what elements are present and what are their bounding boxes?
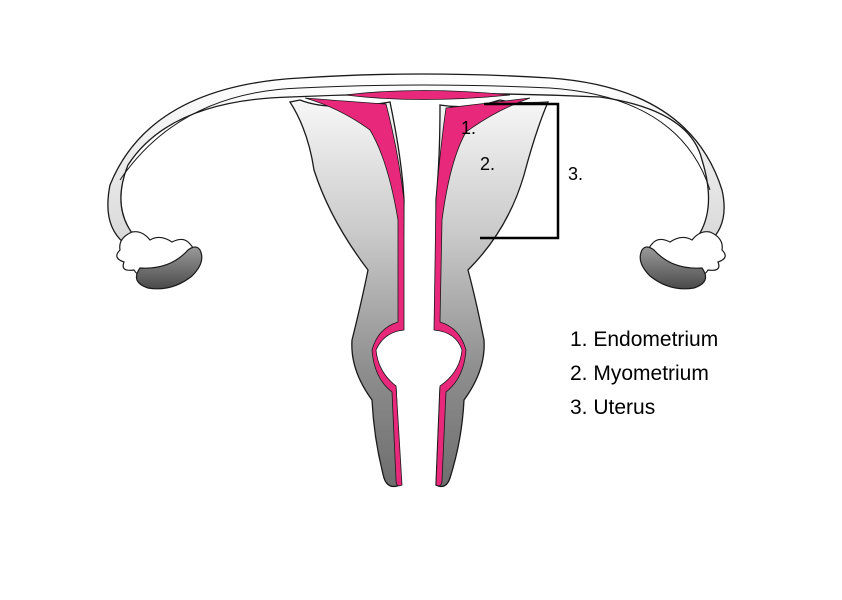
uterus-bracket (480, 102, 560, 240)
endometrium-left (304, 97, 405, 487)
callout-uterus: 3. (568, 164, 583, 184)
legend-item-uterus: 3. Uterus (570, 396, 655, 419)
right-ovary (639, 246, 707, 290)
callout-endometrium: 1. (461, 118, 476, 138)
legend: 1. Endometrium 2. Myometrium 3. Uterus (570, 328, 718, 419)
legend-item-myometrium: 2. Myometrium (570, 362, 709, 385)
tube-inner-line-top (299, 84, 711, 191)
endometrium-right (433, 97, 531, 487)
callout-myometrium: 2. (480, 154, 495, 174)
uterus-right-wall (435, 99, 550, 488)
uterus-left-wall (288, 99, 405, 488)
left-ovary (135, 246, 203, 290)
fallopian-tubes (107, 73, 725, 244)
tube-inner-line-left (119, 87, 301, 181)
endometrium-top (344, 90, 511, 100)
legend-item-endometrium: 1. Endometrium (570, 328, 718, 351)
